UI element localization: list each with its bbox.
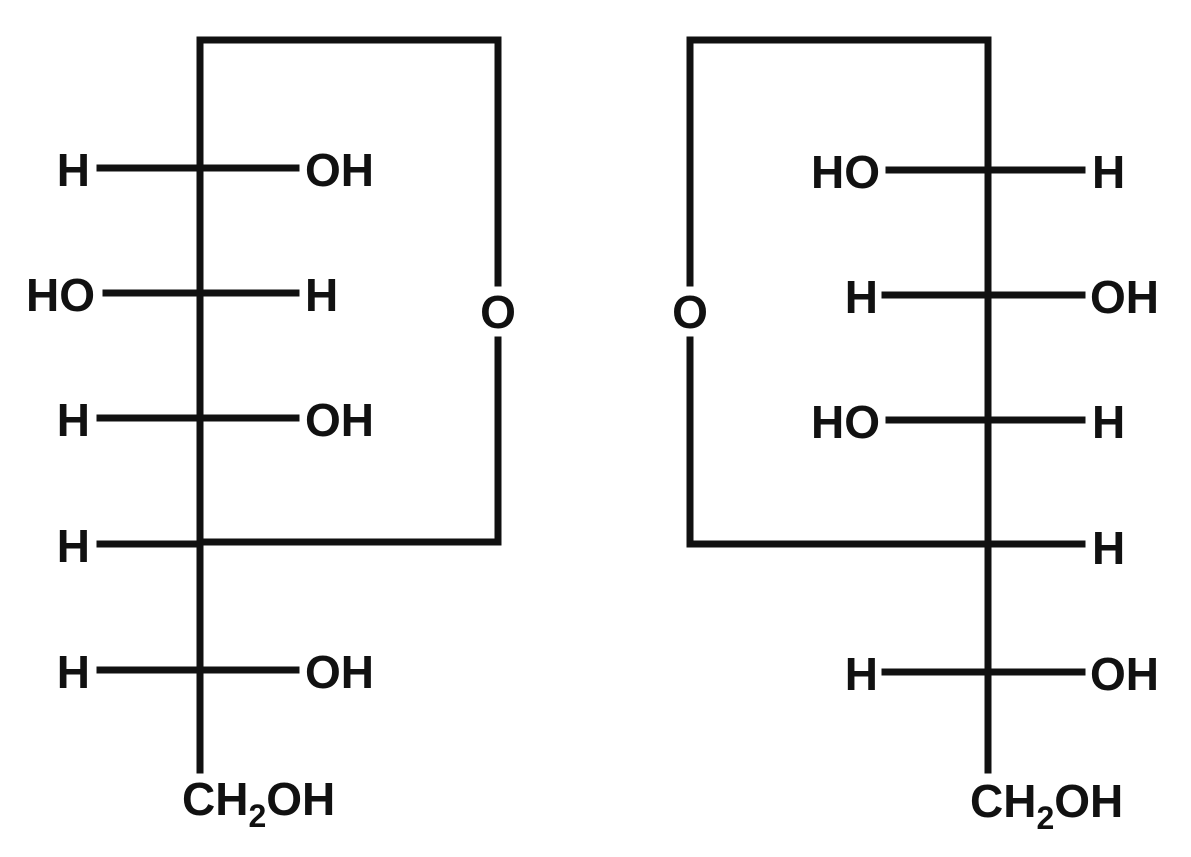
right-row-5-left-label: H bbox=[845, 648, 878, 700]
right-row-5-right-label: OH bbox=[1090, 648, 1159, 700]
right-row-1-left-label: HO bbox=[811, 146, 880, 198]
left-row-3-right-label: OH bbox=[305, 394, 374, 446]
right-row-2-left-label: H bbox=[845, 271, 878, 323]
left-row-4-left-label: H bbox=[57, 520, 90, 572]
left-ring-oxygen-label: O bbox=[480, 286, 516, 338]
left-row-5-left-label: H bbox=[57, 646, 90, 698]
right-structure: HO H H OH HO H H H OH O CH2OH bbox=[672, 36, 1159, 836]
left-row-2-left-label: HO bbox=[26, 269, 95, 321]
left-row-2-right-label: H bbox=[305, 269, 338, 321]
right-row-3-left-label: HO bbox=[811, 396, 880, 448]
left-row-1-right-label: OH bbox=[305, 144, 374, 196]
right-bottom-group-label: CH2OH bbox=[970, 775, 1123, 836]
right-row-1-right-label: H bbox=[1092, 146, 1125, 198]
right-row-2-right-label: OH bbox=[1090, 271, 1159, 323]
right-row-3-right-label: H bbox=[1092, 396, 1125, 448]
left-row-1-left-label: H bbox=[57, 144, 90, 196]
right-row-4-right-label: H bbox=[1092, 522, 1125, 574]
left-row-3-left-label: H bbox=[57, 394, 90, 446]
left-structure: H OH HO H H OH H H OH O CH2OH bbox=[26, 36, 516, 834]
right-ring-oxygen-label: O bbox=[672, 286, 708, 338]
left-row-5-right-label: OH bbox=[305, 646, 374, 698]
left-bottom-group-label: CH2OH bbox=[182, 773, 335, 834]
